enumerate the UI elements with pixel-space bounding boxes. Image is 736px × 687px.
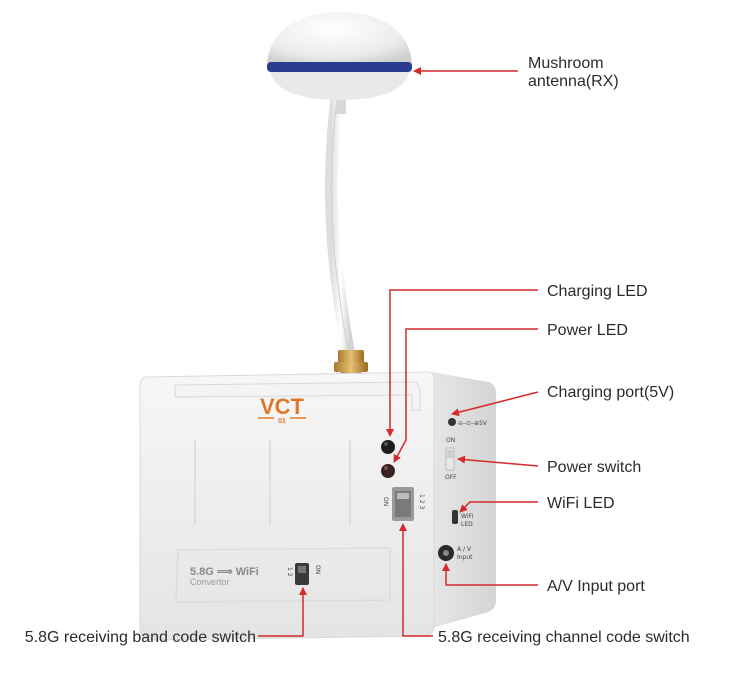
label-channel-switch: 5.8G receiving channel code switch — [438, 629, 690, 646]
badge-line1: 5.8G ⟹ WiFi — [190, 566, 259, 578]
label-antenna-line2: antenna(RX) — [528, 73, 619, 90]
channel-switch-marks: 1 2 3 — [418, 494, 425, 509]
label-power-switch: Power switch — [547, 459, 641, 476]
port-marking: ⊖–⊙–⊕5V — [458, 420, 488, 427]
callout-labels: Mushroom antenna(RX) Charging LED Power … — [25, 55, 690, 646]
av-mark1: A / V — [457, 546, 472, 553]
av-mark2: Input — [457, 554, 473, 561]
label-band-switch: 5.8G receiving band code switch — [25, 629, 256, 646]
antenna-neck — [336, 100, 346, 114]
antenna-cable-edge — [331, 91, 351, 359]
power-off-mark: OFF — [445, 474, 457, 481]
badge-line2: Convertor — [190, 577, 230, 587]
brand-subtext: 01 — [278, 418, 286, 425]
wifi-led-mark2: LED — [461, 521, 473, 528]
antenna-dome — [267, 12, 412, 68]
antenna-blue-band — [267, 62, 412, 72]
power-led — [381, 464, 395, 478]
leader-band-switch — [258, 587, 307, 637]
wifi-led-mark1: WiFi — [461, 513, 473, 520]
label-wifi-led: WiFi LED — [547, 495, 615, 512]
antenna-cable — [325, 85, 357, 365]
band-switch-marks: 1 2 — [286, 567, 293, 577]
wifi-led — [452, 510, 458, 524]
antenna-base — [270, 72, 409, 100]
leader-power-switch — [457, 455, 539, 467]
label-power-led: Power LED — [547, 322, 628, 339]
leader-charging-led — [386, 289, 538, 437]
label-charging-port: Charging port(5V) — [547, 384, 674, 401]
label-charging-led: Charging LED — [547, 283, 648, 300]
leader-wifi-led — [459, 501, 538, 513]
label-av-input: A/V Input port — [547, 578, 645, 595]
brand-logo: VCT — [260, 394, 305, 419]
charging-port[interactable] — [448, 418, 456, 426]
mushroom-antenna — [267, 12, 412, 365]
label-antenna-line1: Mushroom — [528, 55, 604, 72]
device-body: VCT 01 5.8G ⟹ WiFi Convertor 1 2 ON ON 1… — [139, 371, 496, 641]
band-switch-on-mark: ON — [314, 565, 321, 574]
charging-led — [381, 440, 395, 454]
channel-switch-on-mark: ON — [382, 497, 389, 506]
leader-channel-switch — [399, 523, 433, 637]
leader-av-input — [442, 563, 538, 586]
leader-charging-port — [451, 391, 539, 417]
power-on-mark: ON — [446, 437, 455, 444]
leader-power-led — [393, 328, 538, 463]
channel-code-switch[interactable] — [392, 487, 414, 521]
leader-lines — [258, 67, 539, 637]
band-code-switch[interactable] — [295, 563, 309, 585]
